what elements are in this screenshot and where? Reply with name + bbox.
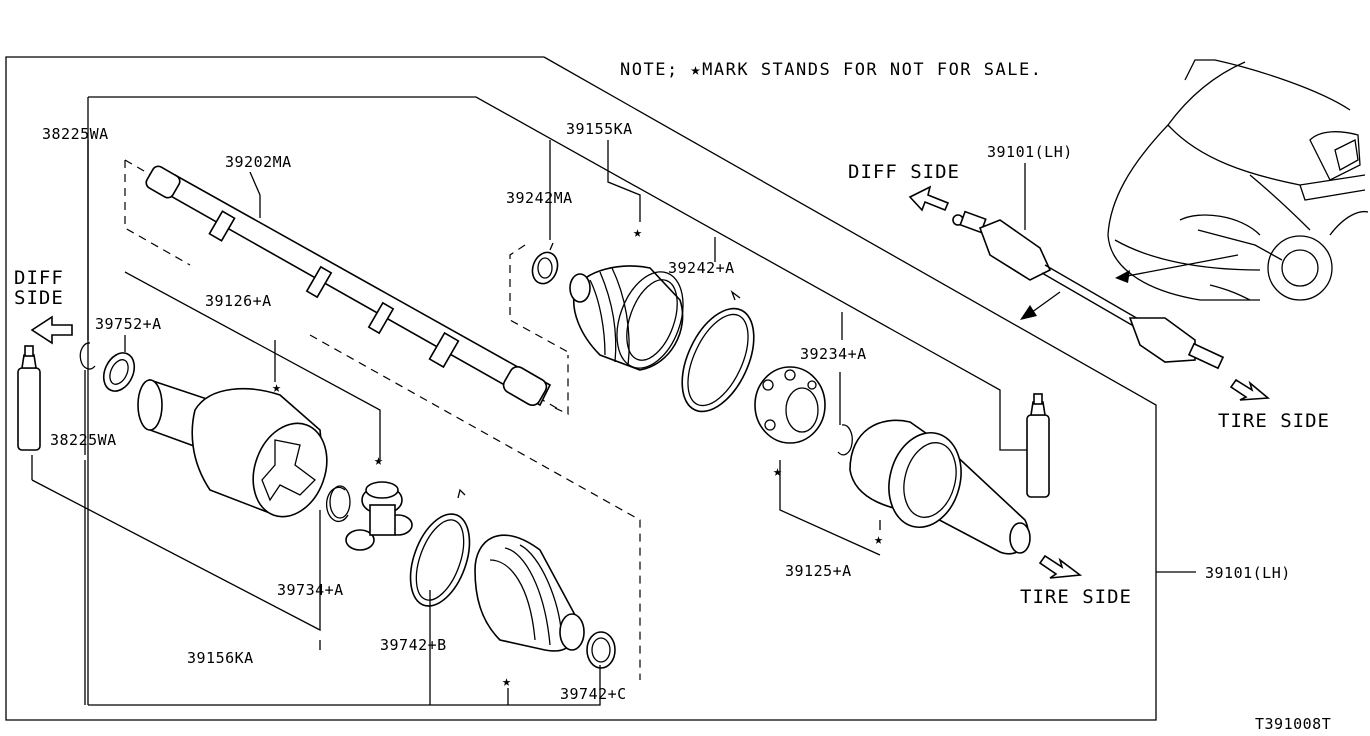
inner-boot: [474, 534, 585, 652]
boot-band-39242a: [681, 290, 755, 413]
label-39242ma: 39242MA: [506, 189, 573, 207]
inset-pointer-arrows: [1020, 254, 1239, 320]
star-mark: ★: [272, 378, 282, 396]
outer-boot-dashed-box: [509, 244, 569, 353]
circlip-39234a: [837, 424, 853, 456]
tire-side-arrow-inset: [1229, 378, 1271, 401]
diff-side-label-inset: DIFF SIDE: [848, 161, 960, 183]
outer-joint-housing: [849, 419, 1031, 555]
grease-tube-left: [17, 345, 41, 451]
boot-band-39742c: [586, 631, 616, 669]
star-mark: ★: [502, 672, 512, 690]
snap-ring-38225wa: [79, 342, 96, 370]
inset-driveshaft: [952, 210, 1225, 370]
boot-band-39742b: [409, 488, 471, 607]
not-for-sale-marks: ★ ★ ★ ★ ★ ★: [272, 223, 884, 690]
label-39752a: 39752+A: [95, 315, 162, 333]
boot-band-39752a: [102, 352, 136, 392]
label-39125a: 39125+A: [785, 562, 852, 580]
label-39742c: 39742+C: [560, 685, 627, 703]
grease-tube-right: [1026, 393, 1050, 498]
diff-side-arrow-left: [30, 315, 73, 345]
label-39734a: 39734+A: [277, 581, 344, 599]
tire-side-label-inset: TIRE SIDE: [1218, 410, 1330, 432]
label-38225wa-bottom: 38225WA: [50, 431, 117, 449]
diff-side-label-left-line1: DIFF: [14, 267, 64, 289]
driveshaft-bar: [145, 165, 552, 407]
diff-side-label-left-line2: SIDE: [14, 287, 64, 309]
label-39742b: 39742+B: [380, 636, 447, 654]
shaft-dashed-box: [124, 160, 191, 266]
label-39155ka: 39155KA: [566, 120, 633, 138]
tire-side-arrow-main: [1038, 554, 1083, 579]
label-39101-lh-inset: 39101(LH): [987, 143, 1073, 161]
assembly-inner-frame: [88, 96, 1040, 451]
inner-joint-dashed-box: [309, 334, 641, 680]
label-39101-lh-right: 39101(LH): [1205, 564, 1291, 582]
star-mark: ★: [633, 223, 643, 241]
outer-boot: [569, 265, 684, 371]
diagram-frame: [5, 56, 1157, 721]
label-39156ka: 39156KA: [187, 649, 254, 667]
inner-joint-housing: [137, 378, 328, 518]
star-mark: ★: [874, 530, 884, 548]
star-mark: ★: [374, 451, 384, 469]
tripod-spider: [345, 481, 413, 551]
note-text: NOTE; ★MARK STANDS FOR NOT FOR SALE.: [620, 60, 1042, 80]
tire-side-label-main: TIRE SIDE: [1020, 586, 1132, 608]
label-39126a: 39126+A: [205, 292, 272, 310]
outer-joint-inner-race: [754, 366, 826, 444]
diagram-code: T391008T: [1255, 715, 1331, 733]
label-39202ma: 39202MA: [225, 153, 292, 171]
label-39242a: 39242+A: [668, 259, 735, 277]
circlip-39734a: [325, 486, 349, 522]
star-mark: ★: [773, 462, 783, 480]
diff-side-arrow-inset: [908, 185, 950, 212]
label-39234a: 39234+A: [800, 345, 867, 363]
vehicle-inset: [1107, 59, 1369, 301]
boot-band-39242ma: [531, 251, 559, 285]
label-38225wa-top: 38225WA: [42, 125, 109, 143]
